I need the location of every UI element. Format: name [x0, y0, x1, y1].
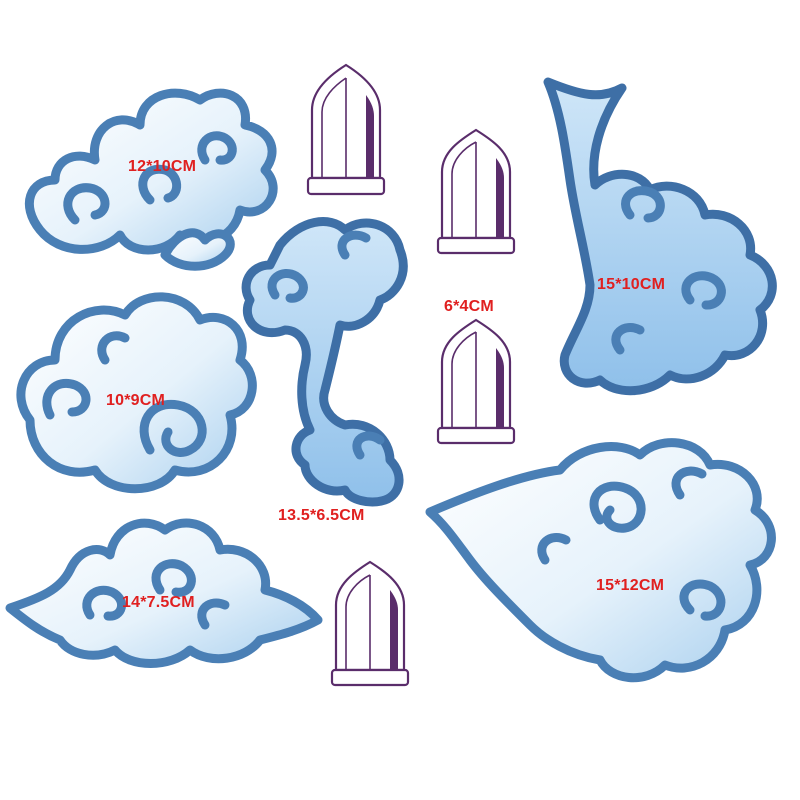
label-cloud-top-left: 12*10CM: [128, 158, 197, 175]
bullet-bottom-center: [330, 560, 410, 687]
cloud-mid-left: [16, 292, 257, 494]
label-cloud-center: 13.5*6.5CM: [278, 507, 365, 524]
label-cloud-bottom-left: 14*7.5CM: [122, 594, 195, 611]
cloud-bottom-left: [5, 518, 323, 668]
cloud-center: [241, 217, 408, 507]
cloud-top-left: [24, 88, 278, 271]
cloud-top-right: [543, 77, 777, 396]
bullet-right-1: [436, 128, 516, 255]
label-cloud-mid-left: 10*9CM: [106, 392, 166, 409]
label-bullet-size: 6*4CM: [444, 298, 494, 315]
bullet-top-center: [306, 63, 386, 196]
bullet-right-2: [436, 318, 516, 445]
label-cloud-bottom-right: 15*12CM: [596, 577, 665, 594]
cloud-bottom-right: [425, 438, 776, 683]
label-cloud-top-right: 15*10CM: [597, 276, 666, 293]
